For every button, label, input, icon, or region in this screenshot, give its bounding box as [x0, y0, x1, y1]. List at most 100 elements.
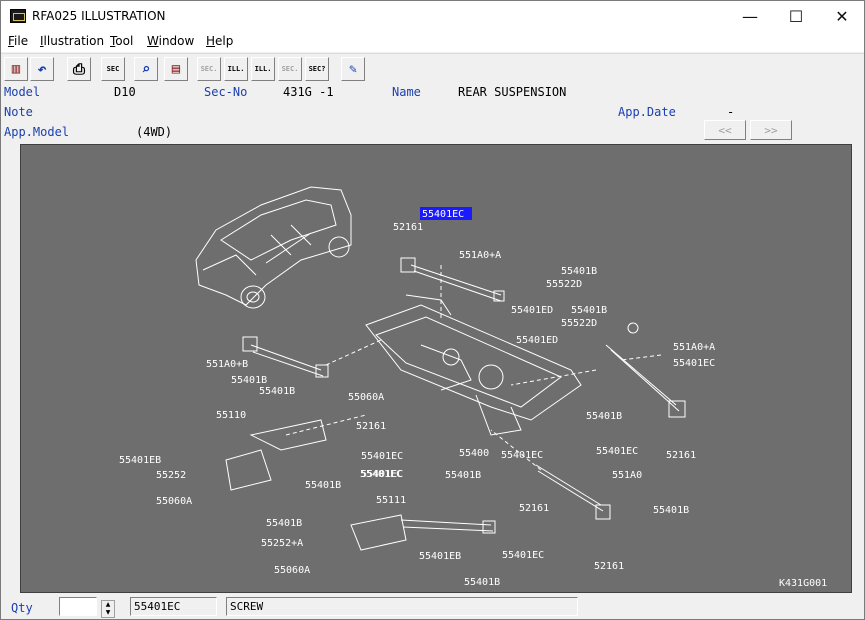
part-label[interactable]: 55401ED [516, 335, 558, 346]
sec-no-value: 431G -1 [283, 85, 334, 99]
app-icon [10, 9, 26, 23]
part-label[interactable]: 551A0 [612, 470, 642, 481]
book-button[interactable]: ▤ [164, 57, 188, 81]
sec-list-icon: SEC [106, 65, 120, 73]
part-label[interactable]: 55401B [653, 505, 689, 516]
selected-part-label[interactable]: 55401EC [422, 209, 464, 220]
part-label[interactable]: 55401EC [360, 469, 402, 480]
part-label[interactable]: 55111 [376, 495, 406, 506]
lower-links [400, 464, 611, 534]
part-label[interactable]: 55401EB [119, 455, 161, 466]
part-label[interactable]: 551A0+B [206, 359, 248, 370]
prev-sec-icon: SEC. [200, 65, 218, 73]
part-label[interactable]: 55400 [459, 448, 489, 459]
app-date-value: - [727, 105, 735, 119]
title-bar: RFA025 ILLUSTRATION — ☐ ✕ [1, 1, 864, 32]
qty-input[interactable] [59, 597, 97, 616]
prev-ill-button[interactable]: ILL. [224, 57, 248, 81]
exit-button[interactable]: ▥ [4, 57, 28, 81]
next-ill-icon: ILL. [254, 65, 272, 73]
model-value: D10 [114, 85, 136, 99]
note-label: Note [4, 105, 33, 119]
hint-button[interactable]: ✎ [341, 57, 365, 81]
status-bar: Qty ▲▼ 55401EC SCREW [1, 597, 864, 619]
part-label[interactable]: 52161 [666, 450, 696, 461]
next-sec-button[interactable]: SEC. [278, 57, 302, 81]
close-button[interactable]: ✕ [835, 7, 849, 26]
name-label: Name [392, 85, 421, 99]
part-label[interactable]: 55401B [571, 305, 607, 316]
part-label[interactable]: 55252+A [261, 538, 303, 549]
part-label[interactable]: 55401EB [419, 551, 461, 562]
prev-ill-icon: ILL. [227, 65, 245, 73]
illustration-code: K431G001 [779, 578, 827, 589]
book-icon: ▤ [171, 61, 181, 77]
maximize-button[interactable]: ☐ [788, 7, 804, 26]
selected-label-highlight[interactable] [420, 207, 472, 220]
menu-tool[interactable]: Tool [110, 34, 134, 48]
part-label[interactable]: 55401B [231, 375, 267, 386]
knuckle-left [225, 419, 407, 551]
next-sec-icon: SEC. [281, 65, 299, 73]
part-label[interactable]: 55401B [561, 266, 597, 277]
undo-button[interactable]: ↶ [30, 57, 54, 81]
prev-sec-button[interactable]: SEC. [197, 57, 221, 81]
menu-window[interactable]: Window [147, 34, 195, 48]
part-label[interactable]: 52161 [356, 421, 386, 432]
part-label[interactable]: 55252 [156, 470, 186, 481]
part-label[interactable]: 55110 [216, 410, 246, 421]
part-label[interactable]: 55401EC [673, 358, 715, 369]
menu-file[interactable]: File [8, 34, 29, 48]
sec-list-button[interactable]: SEC [101, 57, 125, 81]
part-label[interactable]: 52161 [594, 561, 624, 572]
part-label[interactable]: 55060A [348, 392, 384, 403]
part-label[interactable]: 52161 [519, 503, 549, 514]
menu-illustration[interactable]: Illustration [40, 34, 105, 48]
part-label[interactable]: 55522D [561, 318, 597, 329]
menu-help[interactable]: Help [206, 34, 234, 48]
part-number-field: 55401EC [130, 597, 217, 616]
prev-illustration-button[interactable]: << [704, 120, 746, 140]
part-label[interactable]: 55401B [266, 518, 302, 529]
link-right [605, 322, 686, 418]
qty-label: Qty [11, 601, 33, 615]
part-label[interactable]: 551A0+A [459, 250, 501, 261]
zoom-button[interactable]: ⌕ [134, 57, 158, 81]
zoom-icon: ⌕ [141, 60, 151, 78]
info-row-note: Note App.Date - [1, 105, 864, 125]
part-label[interactable]: 55401EC [596, 446, 638, 457]
part-label[interactable]: 52161 [393, 222, 423, 233]
next-ill-button[interactable]: ILL. [251, 57, 275, 81]
qty-spinner[interactable]: ▲▼ [101, 600, 115, 618]
leader-lines [285, 265, 662, 471]
part-label[interactable]: 55401EC [502, 550, 544, 561]
next-illustration-button[interactable]: >> [750, 120, 792, 140]
sec-search-icon: SEC? [308, 65, 326, 73]
part-label[interactable]: 55401B [464, 577, 500, 588]
part-label[interactable]: 55401B [586, 411, 622, 422]
part-label[interactable]: 55401EC [361, 469, 403, 480]
sec-no-label: Sec-No [204, 85, 248, 99]
part-label[interactable]: 55060A [274, 565, 310, 576]
part-label[interactable]: 55522D [546, 279, 582, 290]
undo-icon: ↶ [37, 60, 47, 78]
part-label[interactable]: 55401B [305, 480, 341, 491]
exit-icon: ▥ [11, 61, 21, 77]
part-label[interactable]: 551A0+A [673, 342, 715, 353]
part-label[interactable]: 55401B [445, 470, 481, 481]
vehicle-sketch [195, 186, 352, 309]
part-label[interactable]: 55401EC [501, 450, 543, 461]
app-date-label: App.Date [618, 105, 676, 119]
part-label[interactable]: 55060A [156, 496, 192, 507]
minimize-button[interactable]: — [742, 7, 758, 26]
print-icon: ⎙ [72, 60, 85, 78]
part-label[interactable]: 55401B [259, 386, 295, 397]
sec-search-button[interactable]: SEC? [305, 57, 329, 81]
part-label[interactable]: 55401ED [511, 305, 553, 316]
print-button[interactable]: ⎙ [67, 57, 91, 81]
part-label[interactable]: 55401EC [361, 451, 403, 462]
